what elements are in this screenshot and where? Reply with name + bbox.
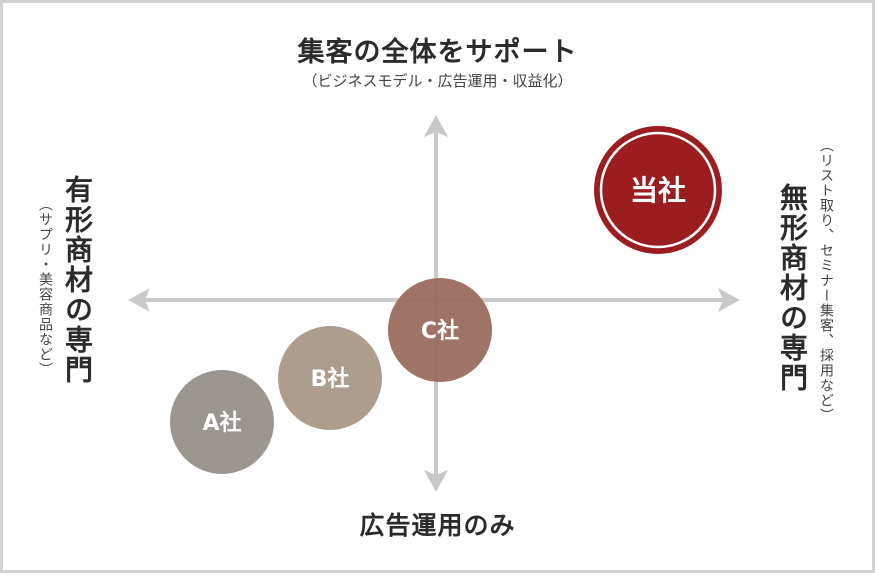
company-b-bubble	[278, 326, 382, 430]
arrow-left-icon	[128, 288, 150, 312]
axis-left-sublabel: （サプリ・美容商品など）	[37, 197, 53, 377]
company-c-label: C社	[421, 318, 459, 344]
company-c: C社	[388, 278, 492, 382]
axis-top-sublabel: （ビジネスモデル・広告運用・収益化）	[302, 72, 573, 90]
company-ours-bubble	[594, 126, 722, 254]
arrow-up-icon	[424, 115, 448, 137]
arrow-right-icon	[718, 288, 740, 312]
arrow-down-icon	[424, 470, 448, 492]
axis-right-sublabel: （リスト取り、セミナー集客、採用など）	[818, 138, 834, 423]
axis-left-label: 有形商材の専門	[61, 175, 94, 385]
axis-bottom-label: 広告運用のみ	[359, 511, 516, 540]
company-ours: 当社	[594, 126, 722, 254]
company-a: A社	[170, 370, 274, 474]
company-c-bubble	[388, 278, 492, 382]
axis-right-label: 無形商材の専門	[776, 183, 809, 393]
company-ours-ring	[599, 131, 717, 249]
company-b-label: B社	[311, 366, 350, 392]
axis-top-label: 集客の全体をサポート	[297, 37, 578, 68]
company-a-bubble	[170, 370, 274, 474]
company-b: B社	[278, 326, 382, 430]
company-a-label: A社	[202, 410, 241, 436]
company-ours-label: 当社	[630, 174, 686, 207]
